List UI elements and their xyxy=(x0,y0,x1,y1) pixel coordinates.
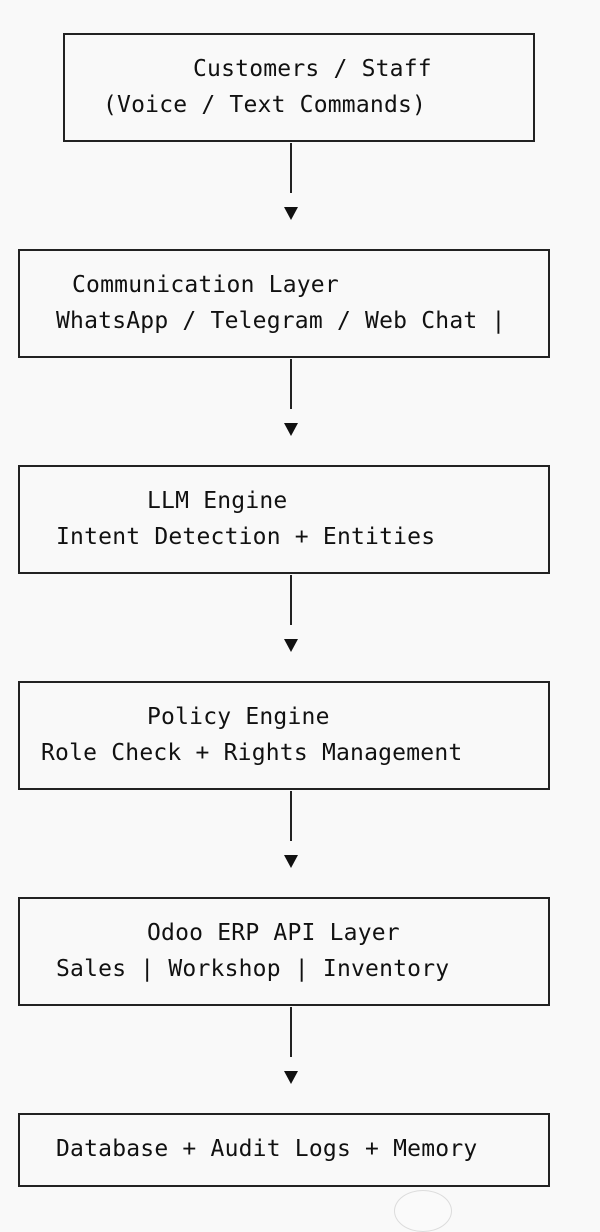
arrowhead-icon xyxy=(284,423,298,436)
node-policy-subtitle: Role Check + Rights Management xyxy=(41,740,463,766)
node-customers xyxy=(63,33,535,142)
arrowhead-icon xyxy=(284,855,298,868)
edge-communication-llm xyxy=(290,359,292,409)
node-database xyxy=(18,1113,550,1187)
node-database-title: Database + Audit Logs + Memory xyxy=(56,1136,478,1162)
node-odoo xyxy=(18,897,550,1006)
edge-odoo-database xyxy=(290,1007,292,1057)
node-odoo-subtitle: Sales | Workshop | Inventory xyxy=(56,956,450,982)
node-llm xyxy=(18,465,550,574)
node-llm-subtitle: Intent Detection + Entities xyxy=(56,524,436,550)
arrowhead-icon xyxy=(284,207,298,220)
scroll-indicator-icon xyxy=(394,1190,452,1232)
node-customers-subtitle: (Voice / Text Commands) xyxy=(103,92,427,118)
node-odoo-title: Odoo ERP API Layer xyxy=(147,920,400,946)
node-policy-title: Policy Engine xyxy=(147,704,330,730)
node-llm-title: LLM Engine xyxy=(147,488,288,514)
node-communication-subtitle: WhatsApp / Telegram / Web Chat | xyxy=(56,308,506,334)
node-policy xyxy=(18,681,550,790)
arrowhead-icon xyxy=(284,639,298,652)
node-communication xyxy=(18,249,550,358)
edge-llm-policy xyxy=(290,575,292,625)
edge-customers-communication xyxy=(290,143,292,193)
node-customers-title: Customers / Staff xyxy=(193,56,432,82)
node-communication-title: Communication Layer xyxy=(72,272,339,298)
arrowhead-icon xyxy=(284,1071,298,1084)
edge-policy-odoo xyxy=(290,791,292,841)
